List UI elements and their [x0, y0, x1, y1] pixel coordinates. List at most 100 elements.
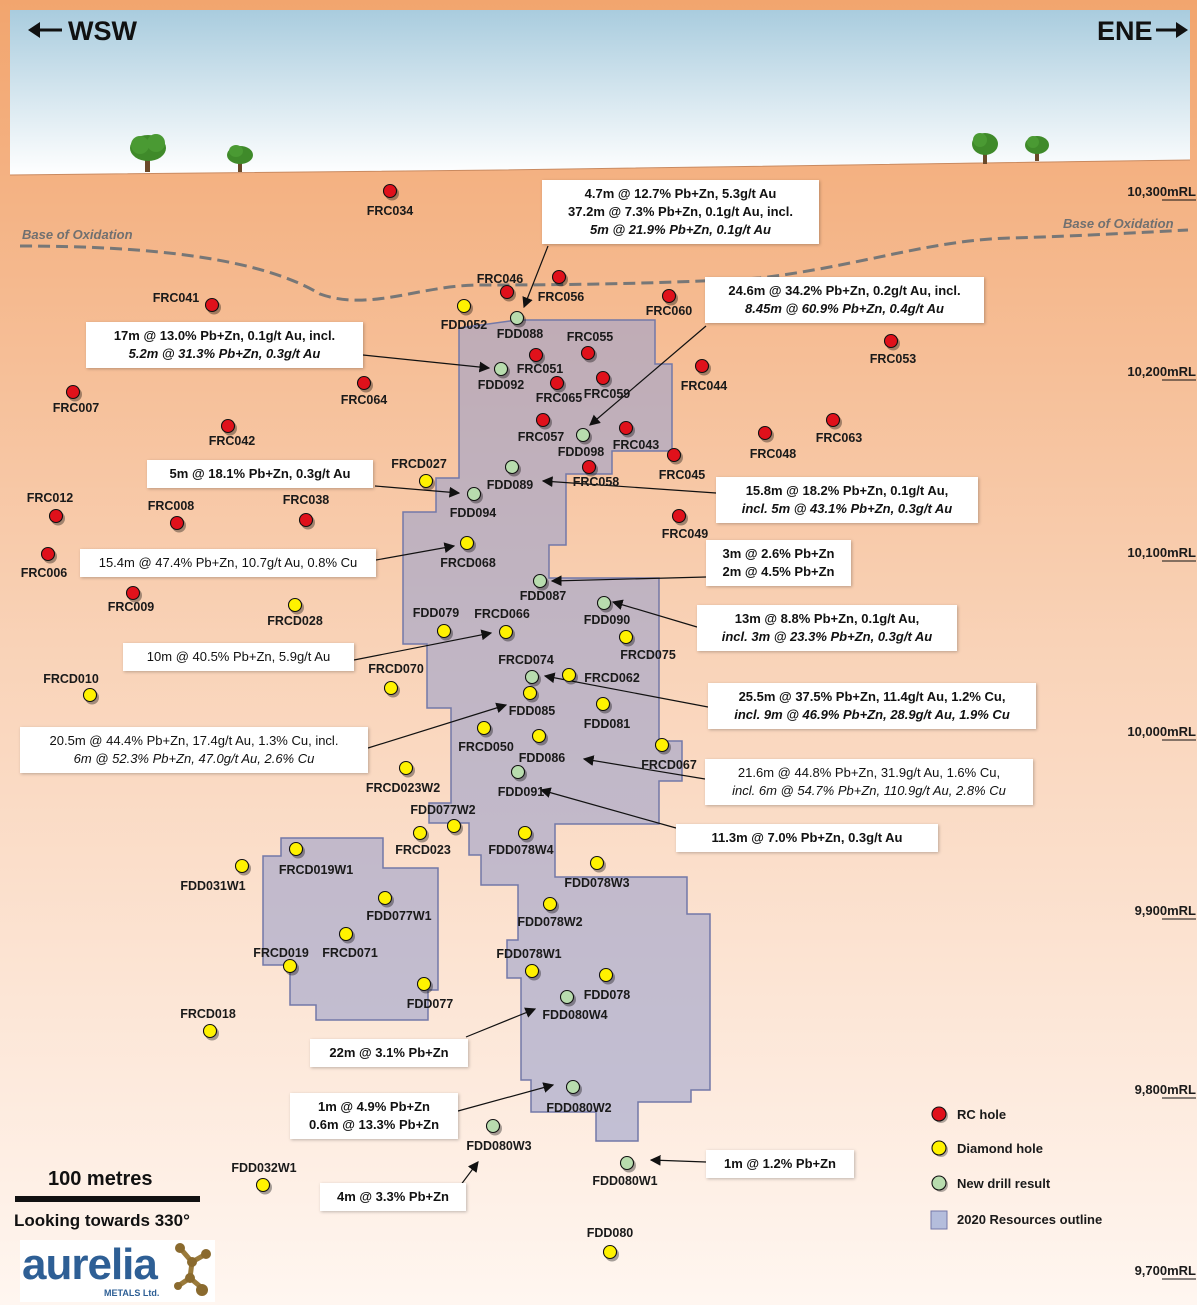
assay-callout: 13m @ 8.8% Pb+Zn, 0.1g/t Au,incl. 3m @ 2…	[697, 605, 957, 651]
legend-label: 2020 Resources outline	[957, 1212, 1102, 1227]
hole-label: FRC063	[816, 431, 863, 445]
hole-label: FRCD010	[43, 672, 99, 686]
drill-hole-rc	[65, 384, 81, 400]
drill-hole-rc	[499, 284, 515, 300]
hole-label: FRC055	[567, 330, 614, 344]
hole-label: FRCD062	[584, 671, 640, 685]
drill-hole-diamond	[476, 720, 492, 736]
drill-hole-diamond	[234, 858, 250, 874]
hole-label: FDD079	[413, 606, 460, 620]
legend-swatch	[930, 1210, 948, 1230]
assay-text: 1m @ 1.2% Pb+Zn	[723, 1156, 837, 1171]
drill-hole-new	[559, 989, 575, 1005]
tree-icon	[227, 145, 253, 172]
legend-label: New drill result	[957, 1176, 1051, 1191]
rl-label: 10,000mRL	[1127, 724, 1196, 739]
drill-hole-rc	[528, 347, 544, 363]
drill-hole-diamond	[416, 976, 432, 992]
hole-label: FRC046	[477, 272, 524, 286]
hole-label: FRC009	[108, 600, 155, 614]
assay-callout: 24.6m @ 34.2% Pb+Zn, 0.2g/t Au, incl.8.4…	[705, 277, 984, 323]
arrow-right-icon	[1176, 22, 1188, 38]
hole-label: FRC065	[536, 391, 583, 405]
drill-hole-rc	[757, 425, 773, 441]
direction-left: WSW	[28, 16, 137, 46]
hole-label: FDD090	[584, 613, 631, 627]
drill-hole-rc	[125, 585, 141, 601]
assay-text: 3m @ 2.6% Pb+Zn	[722, 546, 835, 561]
drill-hole-new	[565, 1079, 581, 1095]
tree-icon	[1025, 136, 1049, 161]
drill-hole-rc	[356, 375, 372, 391]
hole-label: FRCD071	[322, 946, 378, 960]
legend-swatch	[931, 1140, 947, 1156]
arrow-left-icon	[28, 22, 40, 38]
hole-label: FRC059	[584, 387, 631, 401]
hole-label: FRC048	[750, 447, 797, 461]
drill-hole-diamond	[288, 841, 304, 857]
hole-label: FRC060	[646, 304, 693, 318]
rl-ticks: 10,300mRL10,200mRL10,100mRL10,000mRL9,90…	[1127, 184, 1196, 1280]
assay-text: 0.6m @ 13.3% Pb+Zn	[308, 1117, 440, 1132]
drill-hole-diamond	[202, 1023, 218, 1039]
assay-text: 15.4m @ 47.4% Pb+Zn, 10.7g/t Au, 0.8% Cu	[98, 555, 358, 570]
hole-label: FDD078	[584, 988, 631, 1002]
drill-hole-diamond	[459, 535, 475, 551]
assay-text: 5m @ 18.1% Pb+Zn, 0.3g/t Au	[169, 466, 351, 481]
direction-left-label: WSW	[68, 16, 137, 46]
assay-text: 4m @ 3.3% Pb+Zn	[336, 1189, 450, 1204]
drill-hole-rc	[48, 508, 64, 524]
assay-callout: 5m @ 18.1% Pb+Zn, 0.3g/t Au	[147, 460, 373, 488]
hole-label: FRCD028	[267, 614, 323, 628]
hole-label: FDD031W1	[180, 879, 245, 893]
assay-text: 5.2m @ 31.3% Pb+Zn, 0.3g/t Au	[128, 346, 321, 361]
assay-callout: 25.5m @ 37.5% Pb+Zn, 11.4g/t Au, 1.2% Cu…	[708, 683, 1036, 729]
direction-right: ENE	[1097, 16, 1188, 46]
drill-hole-diamond	[282, 958, 298, 974]
hole-label: FRC064	[341, 393, 388, 407]
drill-hole-rc	[595, 370, 611, 386]
drill-hole-diamond	[542, 896, 558, 912]
drill-hole-rc	[535, 412, 551, 428]
tree-icon	[130, 134, 166, 172]
drill-hole-diamond	[561, 667, 577, 683]
hole-label: FDD080	[587, 1226, 634, 1240]
hole-label: FDD052	[441, 318, 488, 332]
hole-label: FRC012	[27, 491, 74, 505]
hole-label: FRCD067	[641, 758, 697, 772]
hole-label: FRC007	[53, 401, 100, 415]
drill-hole-diamond	[418, 473, 434, 489]
hole-label: FRC041	[153, 291, 200, 305]
drill-hole-rc	[169, 515, 185, 531]
oxidation-label-left: Base of Oxidation	[22, 227, 133, 242]
callout-arrow	[374, 485, 461, 498]
assay-callout: 21.6m @ 44.8% Pb+Zn, 31.9g/t Au, 1.6% Cu…	[705, 759, 1033, 805]
hole-label: FRC057	[518, 430, 565, 444]
drill-hole-new	[504, 459, 520, 475]
logo-word: aurelia	[22, 1240, 158, 1289]
drill-hole-diamond	[398, 760, 414, 776]
callout-arrow	[375, 542, 456, 561]
drill-hole-diamond	[498, 624, 514, 640]
hole-label: FRC008	[148, 499, 195, 513]
scale-bar	[15, 1196, 200, 1202]
hole-label: FRCD023W2	[366, 781, 440, 795]
hole-label: FRCD023	[395, 843, 451, 857]
rl-label: 9,800mRL	[1135, 1082, 1196, 1097]
callout-arrow	[611, 599, 698, 628]
hole-label: FDD077W2	[410, 803, 475, 817]
hole-label: FRCD019W1	[279, 863, 353, 877]
hole-label: FRC045	[659, 468, 706, 482]
hole-label: FDD077	[407, 997, 454, 1011]
hole-label: FDD078W4	[488, 843, 553, 857]
assay-callout: 17m @ 13.0% Pb+Zn, 0.1g/t Au, incl.5.2m …	[86, 322, 363, 368]
rl-label: 9,700mRL	[1135, 1263, 1196, 1278]
drill-hole-rc	[549, 375, 565, 391]
assay-callout: 20.5m @ 44.4% Pb+Zn, 17.4g/t Au, 1.3% Cu…	[20, 727, 368, 773]
hole-label: FRCD066	[474, 607, 530, 621]
hole-label: FRCD075	[620, 648, 676, 662]
drill-hole-diamond	[412, 825, 428, 841]
drill-hole-rc	[671, 508, 687, 524]
